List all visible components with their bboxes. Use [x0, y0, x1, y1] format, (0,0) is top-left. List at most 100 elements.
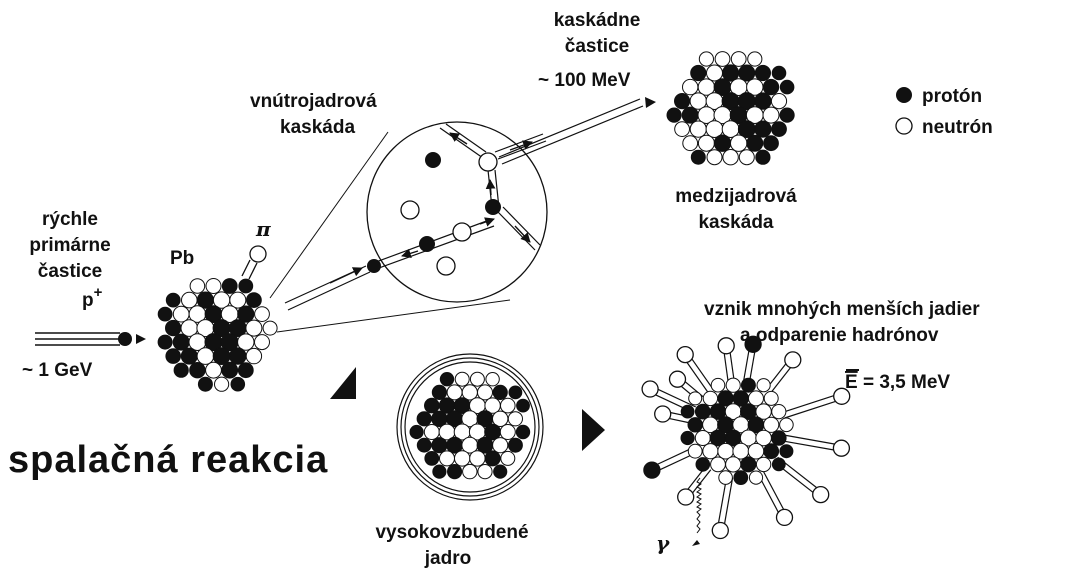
proton: [763, 79, 778, 94]
primary-label-line3: častice: [38, 261, 102, 282]
neutron: [711, 378, 725, 392]
cascade-label-line2: častice: [565, 36, 629, 57]
pion-emission: [242, 246, 266, 279]
reaction-title: spalačná reakcia: [8, 439, 328, 481]
neutron: [478, 465, 492, 479]
neutron: [748, 52, 762, 66]
proton: [517, 399, 530, 412]
neutron: [493, 438, 508, 453]
proton: [410, 425, 423, 438]
proton: [213, 348, 230, 365]
proton: [166, 293, 180, 307]
target-label: Pb: [170, 248, 194, 269]
neutron: [749, 471, 762, 484]
neutron: [206, 362, 222, 378]
proton: [772, 122, 787, 137]
proton-legend-icon: [896, 87, 912, 103]
proton: [756, 150, 770, 164]
proton: [239, 279, 253, 293]
hadron-track: [692, 470, 711, 494]
neutron: [772, 405, 786, 419]
process-arrow-1: [330, 367, 356, 399]
proton: [166, 320, 181, 335]
evaporated-neutron: [712, 523, 728, 539]
neutron-legend-label: neutrón: [922, 117, 993, 138]
proton: [741, 378, 755, 392]
hadron-track: [669, 418, 691, 423]
proton: [448, 465, 462, 479]
proton: [695, 404, 710, 419]
neutron: [748, 443, 764, 459]
neutron: [688, 444, 702, 458]
legend: protón neutrón: [896, 86, 993, 138]
neutron: [440, 451, 455, 466]
proton: [158, 307, 172, 321]
proton: [764, 136, 779, 151]
zoom-neutron: [401, 201, 419, 219]
neutron: [470, 372, 484, 386]
zoom-proton: [425, 152, 441, 168]
internuclear-label-line1: medzijadrová: [675, 186, 797, 207]
neutron: [424, 425, 439, 440]
proton: [516, 425, 529, 438]
hadron-track: [730, 352, 734, 382]
proton: [734, 471, 748, 485]
neutron: [246, 348, 261, 363]
proton-legend-label: protón: [922, 86, 982, 107]
excited-label-line2: jadro: [424, 548, 471, 569]
process-arrow-2: [582, 409, 605, 451]
neutron: [764, 391, 778, 405]
neutron: [463, 464, 477, 478]
zoom-neutron: [437, 257, 455, 275]
neutron: [715, 52, 730, 67]
proton: [509, 386, 522, 399]
proton: [780, 445, 793, 458]
primary-label-line2: primárne: [29, 235, 110, 256]
proton: [747, 135, 763, 151]
neutron: [470, 451, 485, 466]
proton: [425, 452, 439, 466]
mean-energy-value: = 3,5 MeV: [858, 372, 951, 393]
zoom-neutron: [479, 153, 497, 171]
proton: [764, 444, 779, 459]
zoom-proton: [367, 259, 381, 273]
neutron: [690, 121, 706, 137]
proton: [493, 385, 507, 399]
excited-nucleus: [397, 354, 543, 500]
proton: [432, 438, 447, 453]
primary-beam: [35, 332, 146, 346]
proton: [231, 377, 245, 391]
neutron: [699, 52, 713, 66]
intranuclear-cascade-zoom: [285, 122, 547, 310]
proton: [198, 377, 212, 391]
neutron: [698, 135, 714, 151]
evaporated-neutron: [642, 381, 658, 397]
neutron: [206, 279, 221, 294]
zoom-proton: [419, 236, 435, 252]
proton: [667, 108, 681, 122]
primary-particle-charge: +: [94, 284, 103, 301]
neutron: [263, 321, 277, 335]
neutron: [689, 392, 702, 405]
proton: [417, 412, 431, 426]
proton: [166, 349, 181, 364]
evaporated-neutron: [670, 371, 686, 387]
proton: [681, 405, 694, 418]
neutron: [500, 425, 515, 440]
proton: [485, 451, 500, 466]
evaporated-proton: [644, 462, 660, 478]
incoming-proton: [118, 332, 132, 346]
proton: [181, 348, 197, 364]
neutron: [695, 431, 710, 446]
beam-arrowhead: [136, 334, 146, 344]
proton: [417, 438, 431, 452]
neutron: [771, 94, 786, 109]
proton: [714, 135, 730, 151]
proton: [682, 107, 698, 123]
proton: [222, 362, 238, 378]
evaporated-neutron: [785, 352, 801, 368]
neutron: [508, 412, 522, 426]
lead-nucleus: [158, 279, 277, 392]
zoom-proton: [485, 199, 501, 215]
